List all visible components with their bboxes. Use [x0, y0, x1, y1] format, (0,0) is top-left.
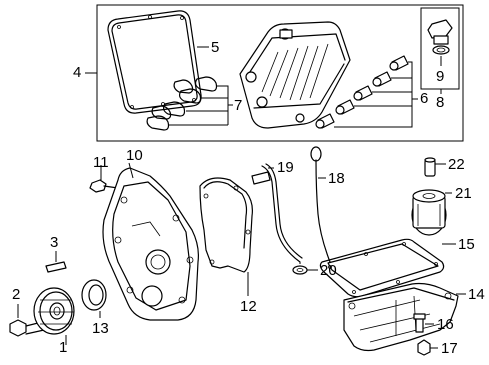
valve-cover-gasket: [107, 10, 202, 114]
callout-19: 19: [277, 159, 294, 176]
oil-pan-gasket: [319, 238, 445, 298]
oil-dipstick-tube: [251, 163, 303, 263]
callout-6: 6: [420, 90, 429, 107]
callout-2: 2: [12, 286, 21, 303]
spark-plug-tube-seals: [146, 76, 218, 131]
oil-cap-group-frame: [420, 7, 460, 90]
callout-17: 17: [441, 340, 458, 357]
crankshaft-front-seal: [81, 279, 107, 311]
callout-5: 5: [211, 39, 220, 56]
valve-cover: [239, 21, 351, 129]
callout-16: 16: [437, 316, 454, 333]
callout-12: 12: [240, 298, 257, 315]
oil-drain-plug: [417, 339, 431, 356]
callout-22: 22: [448, 156, 465, 173]
oil-filter: [411, 189, 447, 236]
callout-7: 7: [234, 97, 243, 114]
callout-10: 10: [126, 147, 143, 164]
callout-14: 14: [468, 286, 485, 303]
crankshaft-damper: [33, 287, 75, 335]
callout-13: 13: [92, 320, 109, 337]
oil-pan: [343, 282, 459, 352]
callout-9: 9: [436, 68, 445, 85]
callout-1: 1: [59, 339, 68, 356]
callout-15: 15: [458, 236, 475, 253]
callout-3: 3: [50, 234, 59, 251]
timing-chain-cover: [102, 167, 199, 321]
callout-18: 18: [328, 170, 345, 187]
callout-8: 8: [436, 94, 445, 111]
oil-pan-stud: [413, 313, 426, 333]
crankshaft-key: [45, 261, 67, 273]
oil-filter-adapter: [424, 157, 436, 177]
timing-cover-gasket: [199, 177, 253, 273]
callout-11: 11: [93, 154, 109, 171]
callout-4: 4: [73, 64, 82, 81]
callout-21: 21: [455, 185, 472, 202]
oil-filler-cap: [427, 19, 453, 55]
dipstick-tube-o-ring: [292, 265, 308, 275]
callout-20: 20: [320, 262, 337, 279]
ignition-coils: [315, 55, 409, 129]
oil-dipstick: [310, 146, 331, 263]
